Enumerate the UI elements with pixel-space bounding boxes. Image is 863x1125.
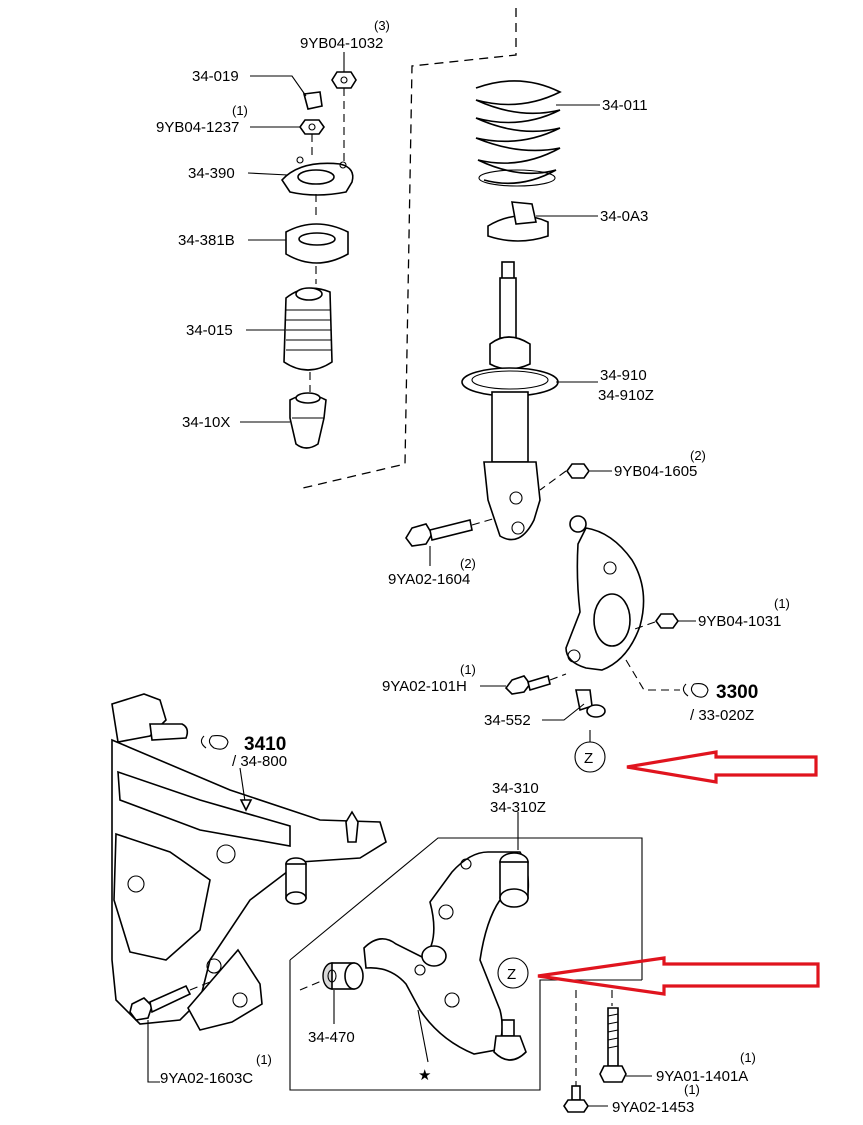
ball-joint-icon — [493, 1019, 527, 1061]
mount-icon — [280, 156, 354, 196]
label-bolt-101h: 9YA02-101H — [382, 678, 467, 695]
label-nut-1605-qty: (2) — [690, 448, 706, 463]
assembly-dashed-frame — [302, 8, 517, 489]
label-bushing: 34-470 — [308, 1029, 355, 1046]
red-arrow-upper — [626, 750, 818, 784]
label-seat: 34-0A3 — [600, 208, 648, 225]
label-bolt-1401a: 9YA01-1401A — [656, 1068, 748, 1085]
nut-1237-icon — [299, 119, 325, 135]
bolt-1453-icon — [563, 1085, 589, 1113]
label-bolt-101h-qty: (1) — [460, 662, 476, 677]
rear-bushing-on-arm-icon — [499, 852, 529, 908]
label-nut-top: 9YB04-1032 — [300, 35, 383, 52]
guide-101h — [549, 673, 567, 681]
crossmember-leader-arrow — [239, 799, 253, 812]
label-bolt-1603c: 9YA02-1603C — [160, 1070, 253, 1087]
guide-1031 — [631, 621, 656, 631]
bearing-icon — [285, 223, 349, 264]
bump-stop-icon — [289, 392, 327, 449]
z-marker-lower — [497, 957, 529, 989]
label-star: ★ — [418, 1067, 431, 1084]
bolt-1603c-icon — [129, 984, 192, 1021]
label-spring: 34-011 — [602, 97, 648, 114]
bolt-1401a-icon — [599, 1007, 627, 1083]
red-arrow-lower — [537, 956, 820, 996]
label-crossmember-group: 3410 — [244, 734, 286, 755]
label-bolt-1604: 9YA02-1604 — [388, 571, 470, 588]
label-knuckle-group: 3300 — [716, 682, 758, 703]
label-bracket: 34-552 — [484, 712, 531, 729]
label-knuckle-part: / 33-020Z — [690, 707, 754, 724]
label-bolt-1453-qty: (1) — [684, 1082, 700, 1097]
label-nut-1237-qty: (1) — [232, 103, 248, 118]
group-ref-icon-3410 — [200, 735, 229, 750]
star-leader — [417, 1009, 429, 1063]
strut-icon — [461, 261, 559, 541]
arm-box-top — [289, 837, 643, 980]
knuckle-group-leader — [625, 659, 680, 691]
label-bolt-1453: 9YA02-1453 — [612, 1099, 694, 1116]
bushing-470-icon — [322, 962, 364, 990]
knuckle-icon — [565, 515, 645, 671]
label-cap: 34-019 — [192, 68, 239, 85]
nut-1605-icon — [566, 463, 590, 479]
coil-spring-icon — [475, 80, 562, 187]
label-crossmember-part: / 34-800 — [232, 753, 287, 770]
label-arm-b: 34-310Z — [490, 799, 546, 816]
guide-1605 — [539, 470, 567, 491]
label-nut-1031-qty: (1) — [774, 596, 790, 611]
bolt-101h-icon — [504, 674, 551, 695]
label-boot: 34-015 — [186, 322, 233, 339]
boot-icon — [283, 287, 333, 371]
label-mount: 34-390 — [188, 165, 235, 182]
label-nut-1031: 9YB04-1031 — [698, 613, 781, 630]
top-nut-icon — [331, 71, 357, 89]
label-nut-1237: 9YB04-1237 — [156, 119, 239, 136]
label-bolt-1604-qty: (2) — [460, 556, 476, 571]
label-bolt-1401a-qty: (1) — [740, 1050, 756, 1065]
nut-1031-icon — [655, 613, 679, 629]
label-z-upper: Z — [584, 750, 593, 767]
group-ref-icon-3300 — [682, 683, 709, 698]
label-bearing: 34-381B — [178, 232, 235, 249]
crossmember-icon — [111, 693, 387, 1031]
spring-seat-icon — [487, 201, 549, 242]
label-nut-top-qty: (3) — [374, 18, 390, 33]
label-strut-a: 34-910 — [600, 367, 647, 384]
label-strut-b: 34-910Z — [598, 387, 654, 404]
label-z-lower: Z — [507, 966, 516, 983]
label-nut-1605: 9YB04-1605 — [614, 463, 697, 480]
label-arm-a: 34-310 — [492, 780, 539, 797]
label-bolt-1603c-qty: (1) — [256, 1052, 272, 1067]
bracket-icon — [575, 689, 606, 718]
leader-lines — [147, 52, 696, 1107]
guide-1604 — [471, 517, 497, 526]
bolt-1604-icon — [405, 519, 473, 547]
cap-icon — [302, 91, 323, 110]
label-bump-stop: 34-10X — [182, 414, 230, 431]
control-arm-icon — [363, 851, 530, 1055]
guide-1603c — [189, 981, 211, 991]
guide-470 — [299, 979, 325, 991]
